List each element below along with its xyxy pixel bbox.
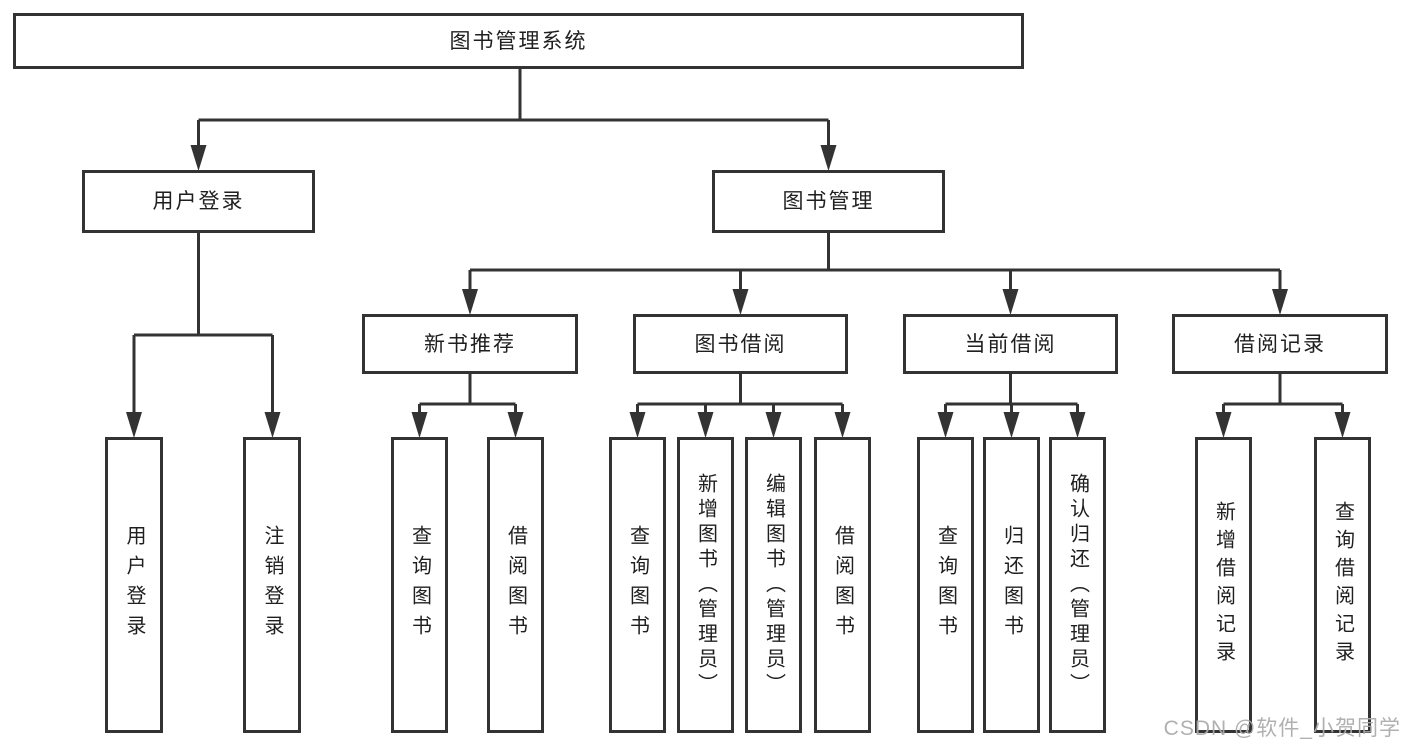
node-new-book-rec-label: 新书推荐 <box>424 332 516 356</box>
node-book-mgmt: 图书管理 <box>712 170 945 233</box>
arrow-down-icon <box>629 412 646 438</box>
leaf-br-query-record: 查询借阅记录 <box>1314 437 1371 733</box>
leaf-br-query-record-label: 查询借阅记录 <box>1331 501 1354 669</box>
leaf-nbr-query-book: 查询图书 <box>391 437 448 733</box>
leaf-bb-query-book: 查询图书 <box>609 437 666 733</box>
leaf-user-login: 用户登录 <box>105 437 163 733</box>
arrow-down-icon <box>820 145 837 171</box>
arrow-down-icon <box>697 412 714 438</box>
node-current-borrow-label: 当前借阅 <box>964 332 1057 356</box>
arrow-down-icon <box>1334 412 1351 438</box>
node-borrow-records: 借阅记录 <box>1172 314 1388 374</box>
connector-book-borrow <box>629 374 851 438</box>
connector-new-book-rec <box>411 374 524 438</box>
leaf-bb-borrow-book: 借阅图书 <box>814 437 871 733</box>
leaf-user-login-label: 用户登录 <box>123 525 145 645</box>
node-book-borrow-label: 图书借阅 <box>694 332 787 356</box>
arrow-down-icon <box>507 412 524 438</box>
connector-user-login <box>126 233 281 438</box>
leaf-bb-add-book: 新增图书（管理员） <box>677 437 734 733</box>
leaf-br-add-record: 新增借阅记录 <box>1195 437 1252 733</box>
leaf-cb-query-book-label: 查询图书 <box>934 525 957 645</box>
node-new-book-rec: 新书推荐 <box>362 314 578 374</box>
leaf-bb-edit-book-label: 编辑图书（管理员） <box>762 472 785 698</box>
connector-current-borrow <box>937 374 1086 438</box>
arrow-down-icon <box>1002 289 1019 315</box>
arrow-down-icon <box>732 289 749 315</box>
leaf-bb-borrow-book-label: 借阅图书 <box>831 525 854 645</box>
arrow-down-icon <box>1069 412 1086 438</box>
leaf-bb-add-book-label: 新增图书（管理员） <box>694 472 717 698</box>
csdn-watermark: CSDN @软件_小贺同学 <box>1163 717 1401 740</box>
arrow-down-icon <box>1003 412 1020 438</box>
arrow-down-icon <box>126 412 142 438</box>
arrow-down-icon <box>1215 412 1232 438</box>
leaf-logout-label: 注销登录 <box>261 525 283 645</box>
leaf-cb-confirm-return-label: 确认归还（管理员） <box>1066 472 1089 698</box>
node-borrow-records-label: 借阅记录 <box>1234 332 1326 356</box>
arrow-down-icon <box>834 412 851 438</box>
arrow-down-icon <box>462 289 478 315</box>
arrow-down-icon <box>1272 289 1288 315</box>
leaf-cb-return-book: 归还图书 <box>983 437 1040 733</box>
leaf-bb-query-book-label: 查询图书 <box>626 525 649 645</box>
leaf-nbr-borrow-book: 借阅图书 <box>487 437 544 733</box>
connector-book-mgmt <box>462 233 1288 315</box>
node-user-login: 用户登录 <box>82 170 315 233</box>
node-book-borrow: 图书借阅 <box>633 314 848 374</box>
leaf-nbr-query-book-label: 查询图书 <box>408 525 431 645</box>
leaf-logout: 注销登录 <box>243 437 301 733</box>
node-current-borrow: 当前借阅 <box>903 314 1118 374</box>
node-book-mgmt-label: 图书管理 <box>782 190 875 213</box>
leaf-cb-confirm-return: 确认归还（管理员） <box>1049 437 1106 733</box>
arrow-down-icon <box>937 412 954 438</box>
leaf-cb-return-book-label: 归还图书 <box>1000 525 1023 645</box>
arrow-down-icon <box>190 145 207 171</box>
leaf-cb-query-book: 查询图书 <box>917 437 974 733</box>
node-user-login-label: 用户登录 <box>152 190 245 213</box>
leaf-br-add-record-label: 新增借阅记录 <box>1212 501 1235 669</box>
node-root: 图书管理系统 <box>13 13 1024 69</box>
node-root-label: 图书管理系统 <box>449 29 588 53</box>
leaf-nbr-borrow-book-label: 借阅图书 <box>504 525 527 645</box>
arrow-down-icon <box>765 412 782 438</box>
leaf-bb-edit-book: 编辑图书（管理员） <box>745 437 802 733</box>
connector-borrow-records <box>1215 374 1351 438</box>
arrow-down-icon <box>411 412 428 438</box>
connector-root <box>190 68 837 171</box>
arrow-down-icon <box>264 412 281 438</box>
